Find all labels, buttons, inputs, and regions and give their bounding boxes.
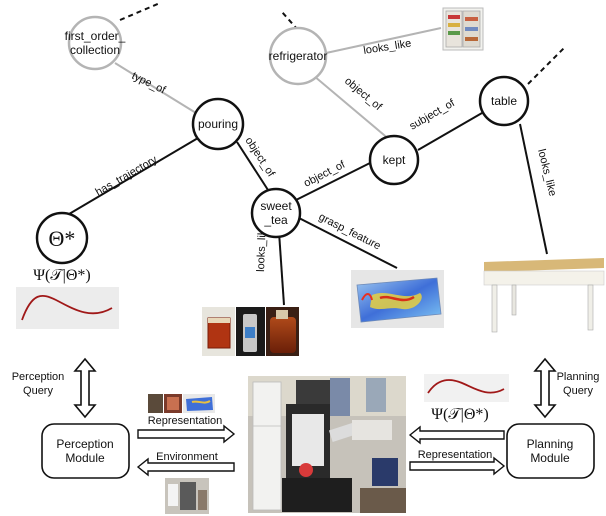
edge-type-of: [114, 62, 197, 114]
edge-object-of-pouring: [236, 141, 269, 191]
perception-query-arrow: [73, 357, 97, 419]
edge-grasp-feature: [296, 216, 398, 269]
edge-label-subject-of: subject_of: [408, 97, 458, 133]
node-sweet-tea-label: sweet_tea: [260, 199, 292, 227]
edge-label-looks-like-table: looks_like: [535, 148, 558, 198]
table-image: [483, 258, 605, 333]
edge-label-type-of: type_of: [130, 70, 169, 97]
node-theta-star[interactable]: Θ*: [35, 211, 89, 265]
node-refrigerator-label: refrigerator: [269, 49, 328, 63]
trajectory-formula-right: Ψ(𝒯|Θ*): [431, 406, 488, 423]
sweet-tea-images: [202, 307, 299, 356]
trajectory-plot-left: [16, 287, 119, 329]
edge-has-trajectory: [63, 137, 199, 218]
edge-looks-like-table: [519, 123, 548, 255]
representation-arrow-right-top: [408, 425, 505, 445]
node-first-order-collection-label: first_order_collection: [65, 29, 126, 57]
trajectory-formula-left: Ψ(𝒯|Θ*): [33, 267, 90, 284]
edge-looks-like-fridge: [325, 27, 442, 54]
trajectory-curve-right: [427, 379, 505, 394]
trajectory-curve-left: [21, 294, 113, 321]
node-refrigerator[interactable]: refrigerator: [269, 26, 328, 86]
node-kept-label: kept: [383, 153, 406, 167]
grasp-feature-heatmap: [351, 270, 444, 328]
representation-arrow-left: [137, 424, 236, 444]
node-theta-star-label: Θ*: [49, 226, 76, 251]
edge-label-object-of-fridge: object_of: [342, 75, 385, 113]
node-pouring-label: pouring: [198, 117, 238, 131]
refrigerator-image: [442, 7, 484, 51]
node-first-order-collection[interactable]: first_order_collection: [65, 15, 126, 71]
node-sweet-tea[interactable]: sweet_tea: [250, 187, 302, 239]
node-table[interactable]: table: [478, 75, 530, 127]
node-table-label: table: [491, 94, 517, 108]
node-pouring[interactable]: pouring: [191, 97, 245, 151]
edge-object-of-fridge: [313, 75, 391, 141]
environment-thumbnail: [165, 478, 209, 514]
environment-label: Environment: [156, 451, 218, 463]
edge-label-looks-like-fridge: looks_like: [363, 38, 413, 57]
representation-right-label: Representation: [418, 449, 493, 461]
dashed-edge-first-order: [119, 2, 161, 21]
representation-left-label: Representation: [148, 415, 223, 427]
edge-looks-like-tea: [278, 231, 285, 306]
representation-thumbnails: [148, 394, 215, 413]
edge-subject-of: [417, 112, 483, 151]
dashed-edge-table: [527, 45, 567, 85]
robot-scene-image: [248, 376, 406, 513]
edge-label-has-trajectory: has_trajectory: [94, 153, 160, 198]
planning-query-arrow: [533, 357, 557, 419]
trajectory-plot-right: [424, 374, 509, 402]
representation-arrow-right: [409, 456, 506, 476]
environment-arrow: [136, 457, 235, 477]
edge-object-of-kept: [295, 162, 371, 201]
node-kept[interactable]: kept: [368, 134, 420, 186]
